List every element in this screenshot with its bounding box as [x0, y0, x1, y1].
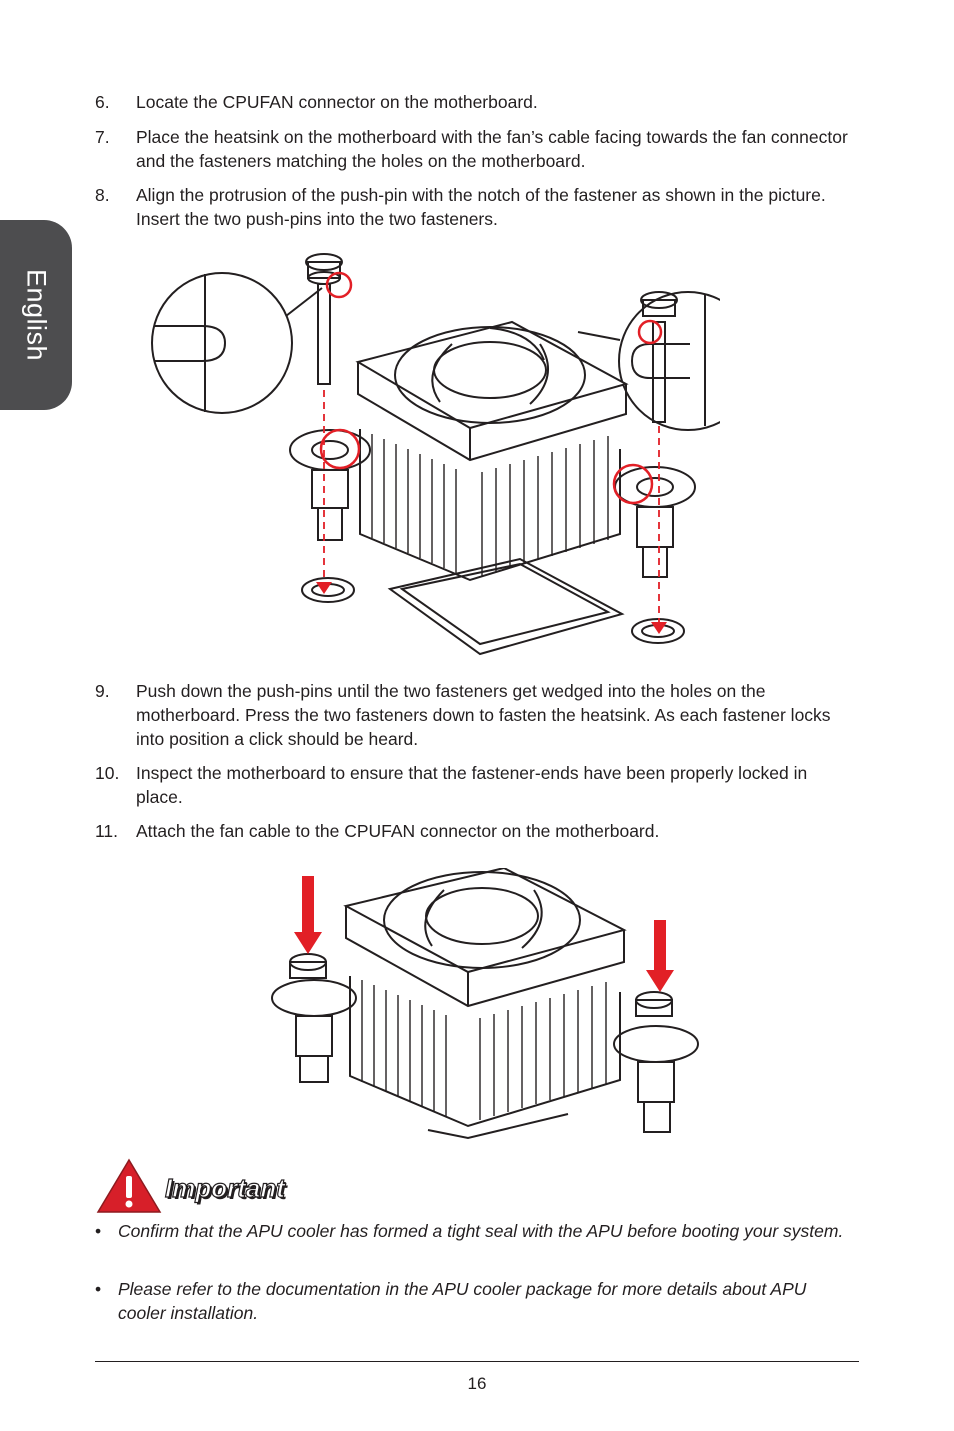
step-11: 11. Attach the fan cable to the CPUFAN c… [95, 819, 855, 843]
important-note: • Please refer to the documentation in t… [95, 1277, 855, 1325]
step-7: 7. Place the heatsink on the motherboard… [95, 125, 855, 173]
warning-triangle-icon [96, 1158, 162, 1213]
note-text: Please refer to the documentation in the… [118, 1279, 807, 1323]
important-heading: Important [164, 1172, 285, 1203]
footer-divider [95, 1361, 859, 1362]
press-pushpins-figure [271, 868, 699, 1140]
zoom-detail-left [151, 272, 293, 414]
step-8: 8. Align the protrusion of the push-pin … [95, 183, 855, 231]
step-text: Locate the CPUFAN connector on the mothe… [136, 92, 538, 112]
important-note: • Confirm that the APU cooler has formed… [95, 1219, 855, 1243]
step-number: 8. [95, 185, 110, 205]
language-tab-label: English [21, 268, 52, 362]
step-number: 9. [95, 681, 110, 701]
step-6: 6. Locate the CPUFAN connector on the mo… [95, 90, 855, 114]
step-number: 11. [95, 821, 119, 841]
page-number: 16 [467, 1374, 487, 1393]
note-text: Confirm that the APU cooler has formed a… [118, 1221, 844, 1241]
step-text: Attach the fan cable to the CPUFAN conne… [136, 821, 660, 841]
step-text: Push down the push-pins until the two fa… [136, 681, 831, 749]
step-number: 7. [95, 127, 110, 147]
language-tab [0, 220, 72, 410]
step-text: Place the heatsink on the motherboard wi… [136, 127, 848, 171]
zoom-detail-right [618, 291, 720, 431]
step-9: 9. Push down the push-pins until the two… [95, 679, 855, 751]
step-number: 10. [95, 763, 120, 783]
step-number: 6. [95, 92, 110, 112]
bullet: • [95, 1279, 102, 1299]
pushpin-alignment-figure [151, 253, 720, 656]
step-10: 10. Inspect the motherboard to ensure th… [95, 761, 855, 809]
step-text: Inspect the motherboard to ensure that t… [136, 763, 808, 807]
bullet: • [95, 1221, 102, 1241]
step-text: Align the protrusion of the push-pin wit… [136, 185, 826, 229]
